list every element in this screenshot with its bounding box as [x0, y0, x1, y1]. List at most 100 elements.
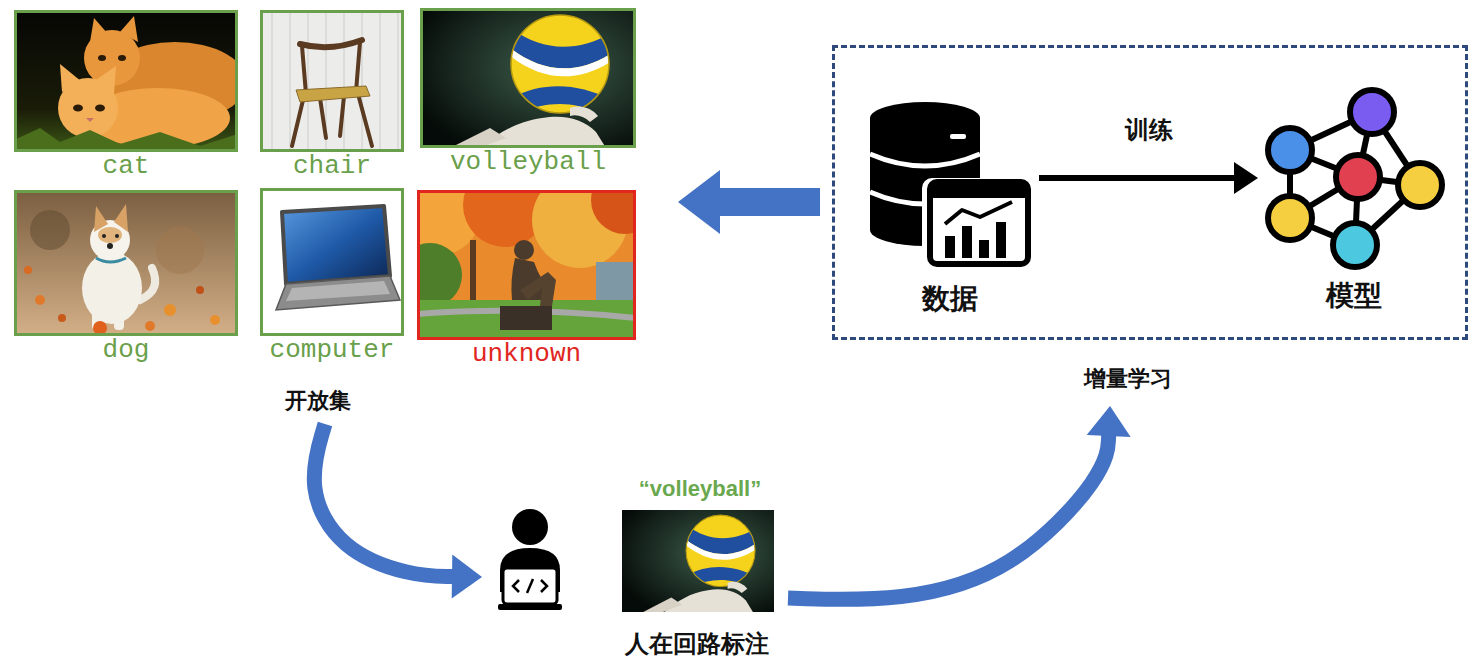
dog-photo — [82, 252, 142, 324]
laptop-photo — [282, 206, 390, 284]
group-label: 开放集 — [285, 388, 351, 413]
cat-photo — [95, 105, 105, 112]
annotator-icon — [513, 580, 519, 592]
open-set-group: 开放集catchairvolleyballdogcomputerunknown — [10, 4, 642, 418]
dog-photo — [196, 286, 204, 294]
database-icon — [922, 178, 1036, 272]
database-icon — [996, 222, 1006, 258]
dog-photo — [58, 314, 66, 322]
statue-photo — [417, 243, 462, 307]
image-tile: chair — [260, 10, 404, 152]
icon-label: 模型 — [1326, 280, 1382, 312]
annotator-icon — [498, 509, 562, 610]
neural-network-icon — [1336, 155, 1380, 199]
cat-photo — [98, 55, 106, 61]
model-node: 模型 — [1262, 90, 1447, 317]
dog-photo — [98, 227, 122, 243]
dog-photo — [114, 300, 124, 330]
annotator-icon — [527, 579, 533, 593]
image-caption: dog — [103, 336, 150, 366]
image-caption: volleyball — [450, 148, 606, 178]
annotator-icon — [503, 568, 557, 604]
chair-photo — [296, 86, 370, 102]
database-icon — [870, 154, 980, 166]
connector — [788, 406, 1131, 599]
dog-photo — [107, 243, 113, 249]
database-icon — [950, 134, 966, 139]
neural-network-icon — [1268, 90, 1442, 267]
dog-photo — [102, 234, 106, 238]
neural-network-icon — [1268, 196, 1312, 240]
connector-line — [718, 188, 820, 216]
dog-photo — [114, 204, 128, 232]
sample-label: “volleyball” — [639, 476, 761, 501]
connector-line — [1039, 175, 1236, 181]
database-icon — [930, 182, 1028, 264]
chair-photo — [260, 10, 404, 152]
statue-photo — [591, 190, 636, 234]
cat-photo — [73, 105, 83, 112]
chair-photo — [260, 10, 404, 152]
dog-photo — [164, 304, 176, 316]
image-caption: chair — [293, 152, 371, 182]
data-node: 数据 — [865, 95, 1035, 320]
image-tile: dog — [14, 190, 238, 336]
image-caption: unknown — [472, 340, 581, 370]
annotator-icon — [498, 604, 562, 610]
chair-photo — [292, 42, 372, 146]
dog-photo — [96, 258, 126, 262]
arrow-head — [452, 555, 482, 599]
laptop-photo — [286, 281, 390, 301]
image-tile: computer — [260, 188, 404, 336]
dog-photo — [115, 234, 119, 238]
cat-photo — [14, 10, 238, 152]
panel-label: 增量学习 — [1084, 366, 1172, 391]
statue-photo — [500, 306, 552, 330]
database-icon — [979, 240, 989, 258]
connector-line — [788, 434, 1109, 599]
dog-photo — [14, 190, 238, 336]
icon-label: 数据 — [922, 283, 978, 315]
database-icon — [930, 182, 1028, 198]
image-tile: cat — [14, 10, 238, 152]
image-tile: volleyball — [420, 8, 636, 148]
cat-photo — [86, 118, 94, 122]
database-icon — [870, 102, 1036, 272]
neural-network-icon — [1268, 128, 1312, 172]
dog-photo — [210, 315, 220, 325]
dog-photo — [30, 210, 70, 250]
statue-photo — [514, 240, 534, 260]
statue-photo — [470, 240, 476, 310]
chair-photo — [272, 10, 398, 152]
neural-network-icon — [1333, 223, 1377, 267]
annotation-node: “volleyball” 人在回路标注 — [490, 468, 782, 661]
cat-photo — [60, 64, 82, 92]
incremental-learning-panel: 增量学习 数据 模型 — [832, 45, 1468, 398]
neural-network-icon — [1350, 90, 1394, 134]
annotator-icon — [512, 509, 548, 545]
arrow-head — [1087, 406, 1131, 437]
dog-photo — [14, 190, 238, 336]
laptop-photo — [260, 188, 404, 336]
laptop-photo — [276, 276, 400, 310]
database-icon — [870, 102, 980, 134]
arrow-head — [1234, 162, 1258, 194]
database-icon — [962, 226, 972, 258]
dog-photo — [140, 268, 155, 300]
statue-photo — [417, 300, 636, 340]
annotation-caption: 人在回路标注 — [625, 630, 769, 658]
database-icon — [945, 236, 955, 258]
cat-photo — [96, 66, 116, 94]
dog-photo — [24, 266, 32, 274]
dog-photo — [156, 226, 204, 274]
cat-photo — [90, 18, 108, 42]
dog-photo — [93, 321, 107, 335]
image-tile: unknown — [417, 190, 636, 340]
statue-photo — [520, 272, 556, 306]
cat-photo — [14, 128, 238, 152]
dog-photo — [35, 295, 45, 305]
